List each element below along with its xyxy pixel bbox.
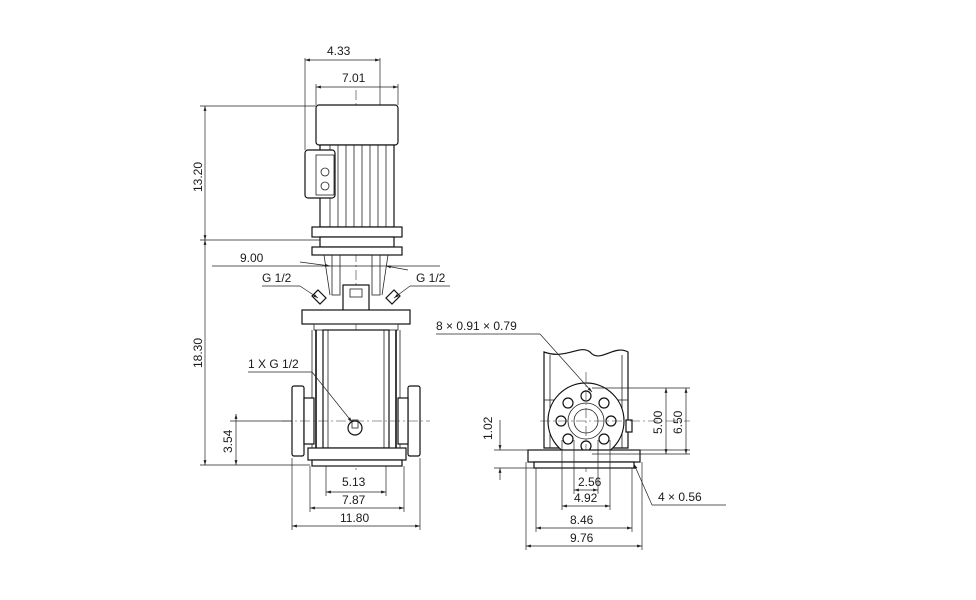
flanges bbox=[282, 385, 430, 457]
bolt-holes-label: 8 × 0.91 × 0.79 bbox=[436, 319, 517, 333]
port-right-label: G 1/2 bbox=[416, 271, 446, 285]
side-base bbox=[527, 449, 641, 469]
front-view: 4.33 7.01 13.20 18.30 9.00 G 1/2 G 1/2 1… bbox=[191, 44, 450, 530]
dim-pump-height: 18.30 bbox=[191, 338, 205, 368]
port-left-label: G 1/2 bbox=[262, 271, 292, 285]
dim-base-outer: 11.80 bbox=[340, 511, 369, 525]
dim-bore: 2.56 bbox=[578, 475, 602, 489]
dim-foot-holes: 8.46 bbox=[570, 513, 594, 527]
dim-flange-width: 9.00 bbox=[240, 251, 264, 265]
base bbox=[307, 447, 407, 467]
anchor-holes-label: 4 × 0.56 bbox=[658, 490, 702, 504]
drain-port-label: 1 X G 1/2 bbox=[248, 357, 299, 371]
dim-base-inner: 5.13 bbox=[342, 475, 366, 489]
dim-top-inner: 4.33 bbox=[327, 44, 351, 58]
motor bbox=[304, 104, 403, 248]
dim-pcd: 4.92 bbox=[574, 491, 598, 505]
dim-base-width: 9.76 bbox=[570, 531, 594, 545]
dim-top-outer: 7.01 bbox=[342, 71, 366, 85]
dim-motor-height: 13.20 bbox=[191, 162, 205, 192]
coupling bbox=[301, 246, 411, 331]
side-view: 8 × 0.91 × 0.79 1.02 5.00 6.50 2.56 4.92… bbox=[436, 319, 726, 550]
pump-body bbox=[311, 329, 401, 450]
dim-flange-inner: 5.00 bbox=[651, 410, 665, 434]
dim-inlet-height: 3.54 bbox=[221, 429, 235, 453]
dim-base-height: 1.02 bbox=[481, 416, 495, 440]
dim-flange-outer: 6.50 bbox=[671, 410, 685, 434]
dim-base-mid: 7.87 bbox=[342, 493, 366, 507]
